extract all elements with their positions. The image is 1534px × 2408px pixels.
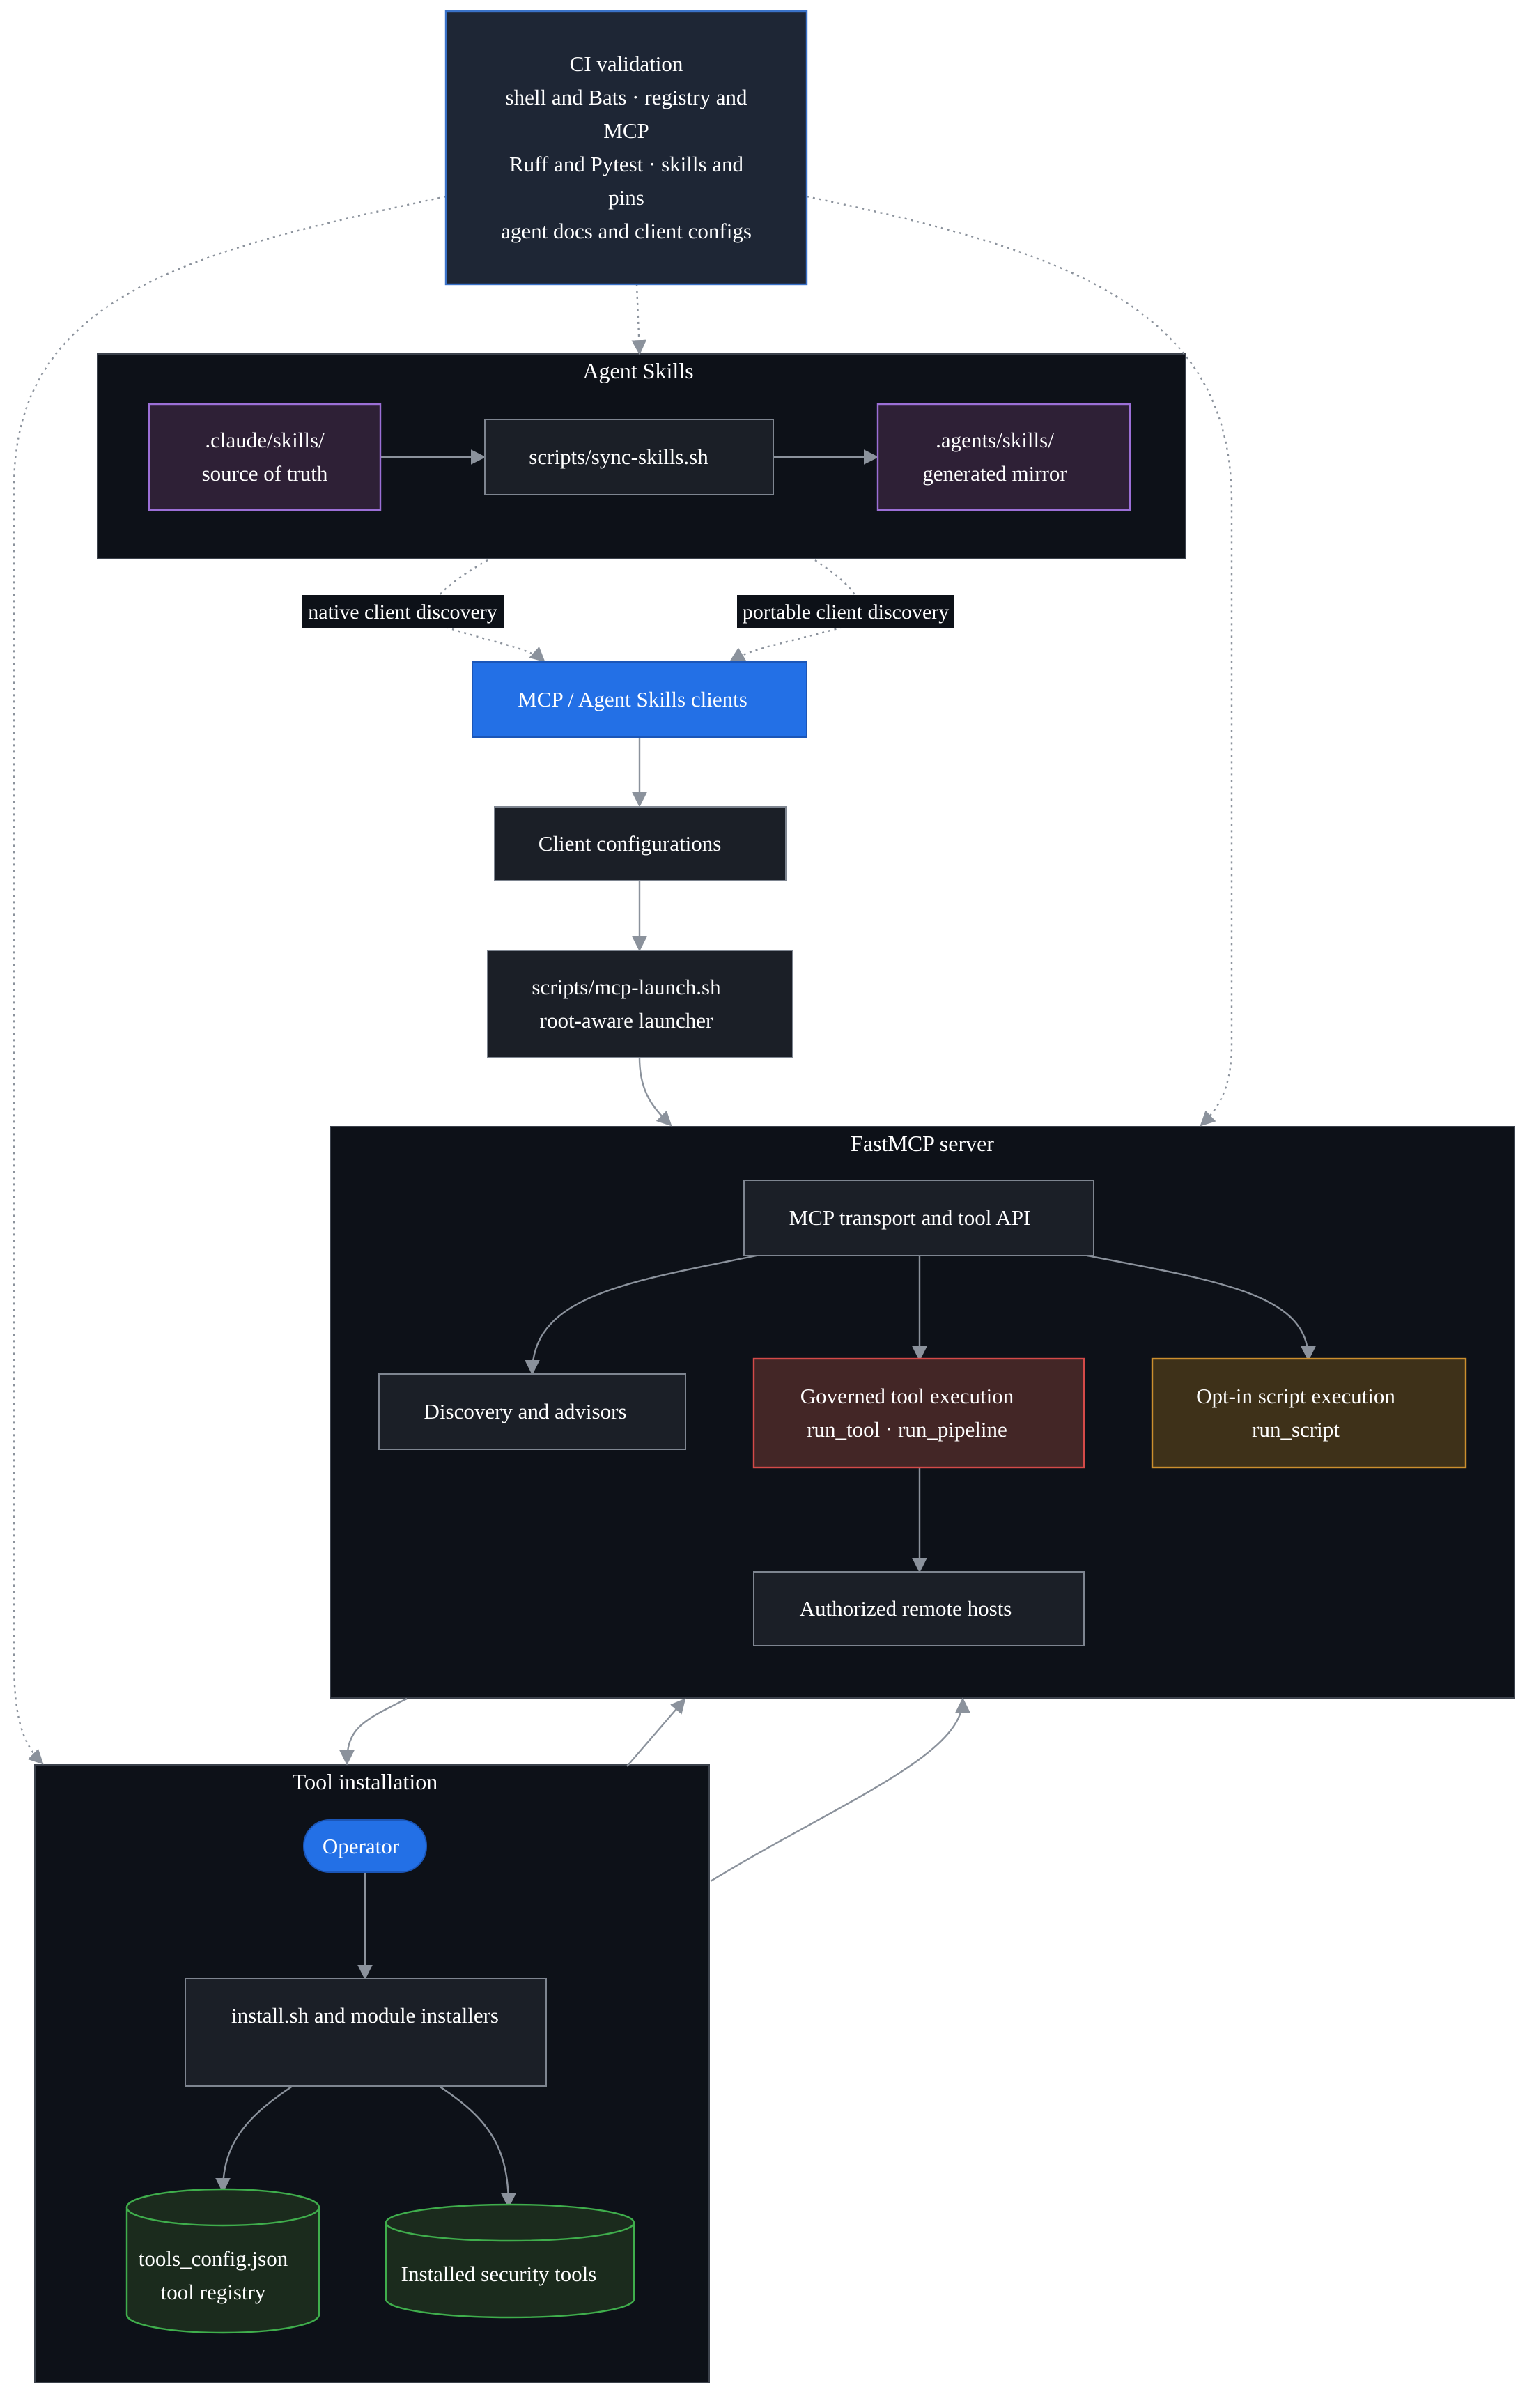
node-governed-exec: Governed tool execution run_tool · run_pi… xyxy=(800,1384,1014,1442)
mcp-launch-line: root-aware launcher xyxy=(540,1008,713,1033)
tools-config-line: tool registry xyxy=(161,2280,266,2304)
optin-exec-line: run_script xyxy=(1252,1417,1340,1442)
ci-validation-line: CI validation xyxy=(570,52,683,76)
client-configs-line: Client configurations xyxy=(539,831,722,856)
edge-fastmcp-to-tool-installation xyxy=(339,1697,408,1766)
edge-launcher-to-fastmcp xyxy=(638,1057,672,1127)
node-ci-validation-box xyxy=(444,10,808,286)
cluster-title-tool-installation: Tool installation xyxy=(293,1769,437,1794)
cluster-title-fastmcp-server: FastMCP server xyxy=(851,1131,994,1156)
node-client-configs-box xyxy=(494,806,787,881)
mcp-launch-line: scripts/mcp-launch.sh xyxy=(532,975,721,999)
optin-exec-line: Opt-in script execution xyxy=(1196,1384,1395,1408)
node-transport-api: MCP transport and tool API xyxy=(789,1205,1031,1230)
node-discovery-box xyxy=(378,1373,686,1450)
tools-config-line: tools_config.json xyxy=(139,2246,288,2271)
ci-validation-line: MCP xyxy=(603,118,649,143)
node-tools-config-cylinder xyxy=(125,2188,320,2334)
operator-line: Operator xyxy=(323,1834,400,1858)
node-claude-skills-box xyxy=(148,403,382,511)
node-installed-tools-cylinder xyxy=(385,2203,635,2319)
node-operator-pill xyxy=(303,1819,427,1873)
node-optin-exec-box xyxy=(1151,1357,1467,1469)
cluster-title-agent-skills: Agent Skills xyxy=(582,358,693,383)
node-mcp-launch-box xyxy=(487,950,793,1058)
node-client-configs: Client configurations xyxy=(539,831,722,856)
node-mcp-launch: scripts/mcp-launch.sh root-aware launcher xyxy=(532,975,721,1033)
remote-hosts-line: Authorized remote hosts xyxy=(800,1596,1012,1621)
ci-validation-line: pins xyxy=(608,185,644,210)
ci-validation-line: shell and Bats · registry and xyxy=(506,85,747,109)
governed-exec-line: run_tool · run_pipeline xyxy=(807,1417,1007,1442)
ci-validation-line: Ruff and Pytest · skills and xyxy=(509,152,744,176)
node-agents-skills-box xyxy=(876,403,1131,511)
sync-skills-line: scripts/sync-skills.sh xyxy=(529,445,708,469)
edge-label-bg-native xyxy=(302,595,504,628)
mcp-clients-line: MCP / Agent Skills clients xyxy=(518,687,747,711)
ci-validation-line: agent docs and client configs xyxy=(501,219,752,243)
node-install-sh-box xyxy=(185,1978,547,2087)
edge-label-bg-portable xyxy=(737,595,954,628)
edge-tool-installation-to-fastmcp-a xyxy=(626,1698,686,1767)
discovery-line: Discovery and advisors xyxy=(424,1399,627,1423)
node-transport-api-box xyxy=(743,1180,1094,1256)
edge-ci-to-agent-skills xyxy=(631,284,647,355)
node-mcp-clients-box xyxy=(472,661,807,738)
node-install-sh: install.sh and module installers xyxy=(231,2003,499,2028)
edge-portable-discovery xyxy=(729,559,860,662)
node-installed-tools: Installed security tools xyxy=(401,2262,597,2286)
node-discovery: Discovery and advisors xyxy=(424,1399,627,1423)
node-operator: Operator xyxy=(323,1834,400,1858)
edge-label-native-discovery: native client discovery xyxy=(308,601,497,624)
node-ci-validation: CI validation shell and Bats · registry a… xyxy=(501,52,752,243)
edge-install-to-tools-config xyxy=(215,2085,293,2193)
agents-skills-line: .agents/skills/ xyxy=(936,428,1054,452)
edge-ci-to-fastmcp-server xyxy=(806,195,1233,1127)
node-remote-hosts-box xyxy=(753,1571,1085,1646)
edge-tool-installation-to-fastmcp-b xyxy=(710,1697,970,1883)
node-optin-exec: Opt-in script execution run_script xyxy=(1196,1384,1395,1442)
agents-skills-line: generated mirror xyxy=(922,461,1067,486)
node-sync-skills: scripts/sync-skills.sh xyxy=(529,445,708,469)
node-sync-skills-box xyxy=(484,419,774,495)
edge-api-to-discovery xyxy=(525,1254,757,1375)
edge-api-to-optin xyxy=(1086,1254,1316,1361)
node-claude-skills: .claude/skills/source of truth xyxy=(202,428,328,486)
edge-install-to-installed-tools xyxy=(438,2085,516,2209)
node-governed-exec-box xyxy=(752,1357,1085,1469)
node-remote-hosts: Authorized remote hosts xyxy=(800,1596,1012,1621)
edge-label-portable-discovery: portable client discovery xyxy=(743,601,950,624)
installed-tools-line: Installed security tools xyxy=(401,2262,597,2286)
claude-skills-line: source of truth xyxy=(202,461,328,486)
node-mcp-clients: MCP / Agent Skills clients xyxy=(518,687,747,711)
governed-exec-line: Governed tool execution xyxy=(800,1384,1014,1408)
transport-api-line: MCP transport and tool API xyxy=(789,1205,1031,1230)
install-sh-line: install.sh and module installers xyxy=(231,2003,499,2028)
node-agents-skills: .agents/skills/generated mirror xyxy=(922,428,1067,486)
claude-skills-line: .claude/skills/ xyxy=(205,428,325,452)
